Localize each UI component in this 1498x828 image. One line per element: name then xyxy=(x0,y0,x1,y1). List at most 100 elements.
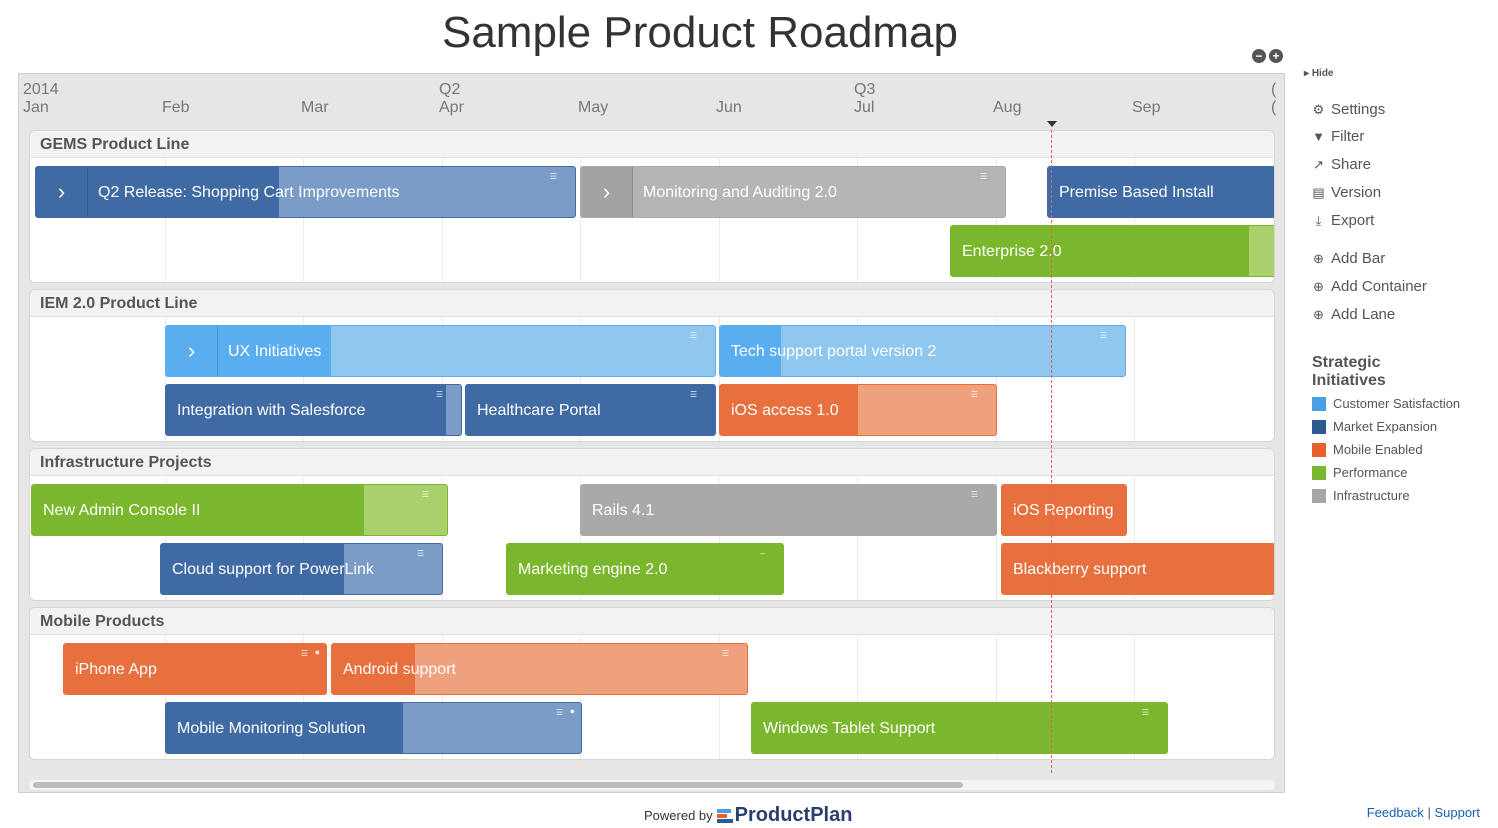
bar-label: Monitoring and Auditing 2.0 xyxy=(643,184,837,201)
add-lane-button[interactable]: ⊕Add Lane xyxy=(1312,306,1395,323)
support-link[interactable]: Support xyxy=(1434,805,1480,820)
legend-item[interactable]: Market Expansion xyxy=(1312,419,1437,434)
version-menu-item[interactable]: ▤Version xyxy=(1312,184,1381,201)
roadmap-bar[interactable]: › Monitoring and Auditing 2.0 ☰ xyxy=(580,166,1006,218)
timeline-month: Jan xyxy=(23,99,49,116)
roadmap-bar[interactable]: Cloud support for PowerLink ☰ xyxy=(160,543,443,595)
legend-item[interactable]: Infrastructure xyxy=(1312,488,1410,503)
container-iem-product-line[interactable]: IEM 2.0 Product Line › UX Initiatives ☰ T… xyxy=(29,289,1275,442)
menu-icon[interactable]: ☰ xyxy=(689,331,697,340)
scrollbar-thumb[interactable] xyxy=(33,782,963,788)
menu-icon[interactable]: ☰ xyxy=(416,549,424,558)
plus-circle-icon: ⊕ xyxy=(1313,278,1324,294)
bar-label: iOS Reporting xyxy=(1013,502,1114,519)
productplan-logo-icon xyxy=(716,808,733,823)
roadmap-bar[interactable]: Marketing engine 2.0– xyxy=(506,543,784,595)
menu-label: Add Lane xyxy=(1331,306,1396,323)
bar-label: Q2 Release: Shopping Cart Improvements xyxy=(98,184,400,201)
roadmap-bar[interactable]: Rails 4.1 ☰ xyxy=(580,484,997,536)
roadmap-bar[interactable]: Healthcare Portal☰ xyxy=(465,384,716,436)
filter-menu-item[interactable]: ▼Filter xyxy=(1312,128,1364,145)
timeline-header: 2014 Q2 Q3 ( Jan Feb Mar Apr May Jun Jul… xyxy=(19,74,1284,128)
roadmap-bar[interactable]: Tech support portal version 2☰ xyxy=(719,325,1126,377)
roadmap-bar[interactable]: New Admin Console II☰ xyxy=(31,484,448,536)
container-mobile-products[interactable]: Mobile Products iPhone App☰● Android sup… xyxy=(29,607,1275,760)
menu-label: Export xyxy=(1331,212,1375,229)
menu-icon[interactable]: ☰ xyxy=(435,390,443,399)
legend-item[interactable]: Mobile Enabled xyxy=(1312,442,1423,457)
roadmap-bar[interactable]: Integration with Salesforce☰ xyxy=(165,384,462,436)
menu-icon[interactable]: ☰ xyxy=(555,708,563,717)
legend-label: Performance xyxy=(1333,465,1408,480)
productplan-logo[interactable]: ProductPlan xyxy=(716,804,852,827)
powered-by-label: Powered by xyxy=(644,808,713,823)
legend-label: Customer Satisfaction xyxy=(1333,396,1461,411)
roadmap-bar[interactable]: › UX Initiatives ☰ xyxy=(165,325,716,377)
timeline-month: Jul xyxy=(854,99,875,116)
menu-icon[interactable]: ☰ xyxy=(549,172,557,181)
zoom-controls: − + xyxy=(1252,49,1283,63)
feedback-link[interactable]: Feedback xyxy=(1366,805,1424,820)
roadmap-bar[interactable]: Android support ☰ xyxy=(331,643,748,695)
chevron-right-icon[interactable]: › xyxy=(581,167,633,217)
filter-icon: ▼ xyxy=(1312,129,1325,144)
timeline-quarter: Q2 xyxy=(439,81,461,98)
menu-icon[interactable]: ☰ xyxy=(421,490,429,499)
menu-icon[interactable]: ☰ xyxy=(979,172,987,181)
container-title[interactable]: Mobile Products xyxy=(30,608,1274,635)
container-gems-product-line[interactable]: GEMS Product Line › Q2 Release: Shopping… xyxy=(29,130,1275,283)
legend-swatch xyxy=(1312,442,1326,457)
menu-icon[interactable]: ☰ xyxy=(300,649,308,658)
roadmap-bar[interactable]: iOS access 1.0☰ xyxy=(719,384,997,436)
comment-icon[interactable]: ● xyxy=(314,647,320,657)
horizontal-scrollbar[interactable] xyxy=(29,780,1275,790)
menu-icon[interactable]: ☰ xyxy=(970,490,978,499)
container-infrastructure-projects[interactable]: Infrastructure Projects New Admin Consol… xyxy=(29,448,1275,601)
bar-label: Premise Based Install xyxy=(1059,184,1214,201)
menu-icon[interactable]: – xyxy=(760,549,765,558)
legend-item[interactable]: Performance xyxy=(1312,465,1407,480)
hide-sidebar-link[interactable]: ▸ Hide xyxy=(1304,68,1333,79)
export-menu-item[interactable]: ⤓ Export xyxy=(1312,212,1375,229)
chevron-right-icon[interactable]: › xyxy=(36,167,88,217)
comment-icon[interactable]: ● xyxy=(569,706,575,716)
add-bar-button[interactable]: ⊕Add Bar xyxy=(1312,250,1385,267)
share-menu-item[interactable]: ↗ Share xyxy=(1312,156,1371,173)
legend-swatch xyxy=(1312,488,1326,503)
roadmap-bar[interactable]: Enterprise 2.0 xyxy=(950,225,1274,277)
hide-label: Hide xyxy=(1311,68,1334,79)
share-icon: ↗ xyxy=(1313,156,1324,172)
bar-label: Rails 4.1 xyxy=(592,502,655,519)
bar-label: UX Initiatives xyxy=(228,343,322,360)
roadmap-bar[interactable]: Windows Tablet Support☰ xyxy=(751,702,1168,754)
roadmap-bar[interactable]: iOS Reporting xyxy=(1001,484,1127,536)
today-marker-icon[interactable] xyxy=(1047,121,1057,127)
menu-icon[interactable]: ☰ xyxy=(721,649,729,658)
zoom-in-icon[interactable]: + xyxy=(1269,49,1283,63)
roadmap-bar[interactable]: iPhone App☰● xyxy=(63,643,327,695)
zoom-out-icon[interactable]: − xyxy=(1252,49,1266,63)
menu-icon[interactable]: ☰ xyxy=(1141,708,1149,717)
menu-label: Share xyxy=(1331,156,1372,173)
menu-icon[interactable]: ☰ xyxy=(689,390,697,399)
bar-label: Cloud support for PowerLink xyxy=(172,561,374,578)
container-title[interactable]: GEMS Product Line xyxy=(30,131,1274,158)
timeline-month: May xyxy=(578,99,609,116)
settings-menu-item[interactable]: ⚙Settings xyxy=(1312,101,1386,118)
menu-label: Settings xyxy=(1331,101,1386,118)
roadmap-bar[interactable]: Premise Based Install xyxy=(1047,166,1274,218)
timeline-edge: ( xyxy=(1271,99,1277,116)
legend-item[interactable]: Customer Satisfaction xyxy=(1312,396,1460,411)
roadmap-bar[interactable]: Blackberry support xyxy=(1001,543,1274,595)
menu-icon[interactable]: ☰ xyxy=(1099,331,1107,340)
export-icon: ⤓ xyxy=(1315,212,1322,228)
roadmap-bar[interactable]: Mobile Monitoring Solution☰● xyxy=(165,702,582,754)
container-title[interactable]: IEM 2.0 Product Line xyxy=(30,290,1274,317)
chevron-right-icon[interactable]: › xyxy=(166,326,218,376)
container-title[interactable]: Infrastructure Projects xyxy=(30,449,1274,476)
menu-icon[interactable]: ☰ xyxy=(970,390,978,399)
add-container-button[interactable]: ⊕Add Container xyxy=(1312,278,1427,295)
timeline-month: Mar xyxy=(301,99,329,116)
bar-label: Android support xyxy=(343,661,456,678)
roadmap-bar[interactable]: › Q2 Release: Shopping Cart Improvements… xyxy=(35,166,576,218)
